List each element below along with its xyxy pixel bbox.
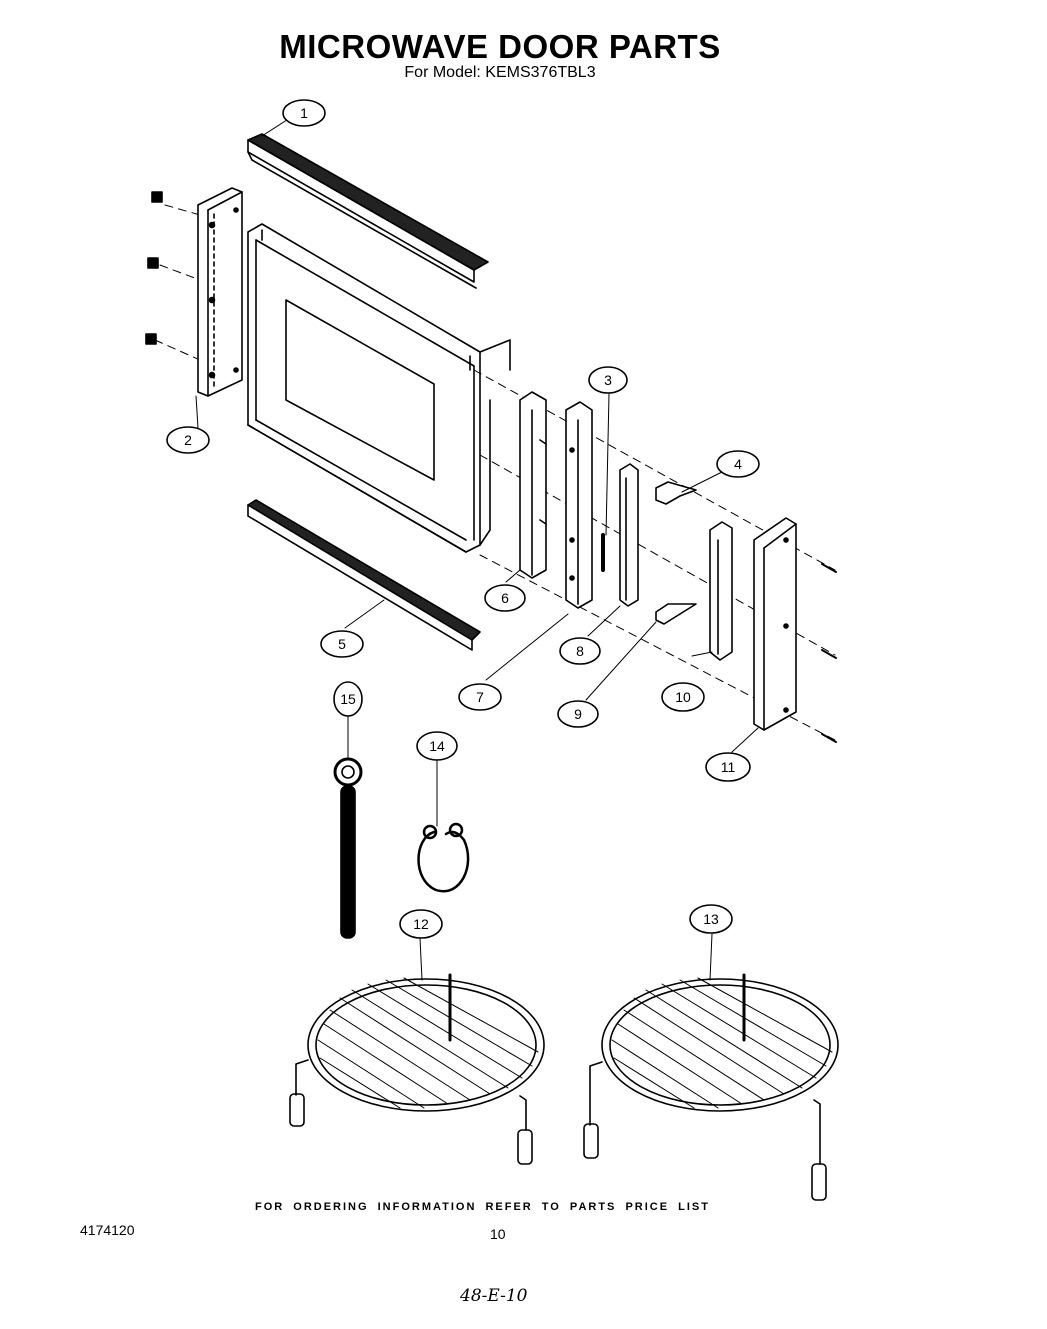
- part-11-door-cover: [753, 517, 797, 731]
- part-6-latch-plate: [519, 391, 547, 579]
- callout-label-1: 1: [300, 105, 308, 121]
- door-choke-panel: [479, 339, 511, 546]
- part-9-lower-latch: [655, 603, 697, 625]
- callout-label-10: 10: [675, 689, 691, 705]
- callout-label-5: 5: [338, 636, 346, 652]
- callout-1: [282, 99, 326, 127]
- callout-13: [689, 904, 733, 934]
- callout-5: [320, 630, 364, 658]
- callout-label-12: 12: [413, 916, 429, 932]
- callout-7: [458, 683, 502, 711]
- callout-2: [166, 426, 210, 454]
- part-10-interlock-plate: [709, 521, 733, 661]
- callout-12: [399, 909, 443, 939]
- callout-label-6: 6: [501, 590, 509, 606]
- callout-4: [716, 450, 760, 478]
- part-5-bottom-trim: [247, 499, 481, 651]
- callout-15: [333, 681, 363, 717]
- part-2-hinge-bracket: [197, 187, 243, 397]
- callout-label-15: 15: [340, 691, 356, 707]
- callout-9: [557, 700, 599, 728]
- callout-8: [559, 637, 601, 665]
- part-8-latch-arm: [619, 463, 639, 607]
- callout-label-3: 3: [604, 372, 612, 388]
- part-15-rod: [333, 757, 363, 939]
- document-code: 4174120: [80, 1222, 135, 1238]
- callout-3: [588, 366, 628, 394]
- callout-14: [416, 731, 458, 761]
- callout-label-11: 11: [721, 759, 736, 775]
- part-1-top-trim: [247, 133, 489, 289]
- callout-label-9: 9: [574, 706, 582, 722]
- page-number: 10: [490, 1226, 506, 1242]
- part-12-rack: [289, 973, 545, 1165]
- part-14-clip: [417, 822, 470, 893]
- callout-10: [661, 682, 705, 712]
- callout-label-7: 7: [476, 689, 484, 705]
- hinge-screws: [145, 191, 163, 345]
- door-panel: [247, 223, 481, 553]
- part-13-rack: [583, 973, 839, 1201]
- cover-screws: [821, 563, 837, 743]
- callout-label-4: 4: [734, 456, 742, 472]
- page-title: MICROWAVE DOOR PARTS: [279, 28, 721, 65]
- callout-label-14: 14: [429, 738, 445, 754]
- ordering-note: FOR ORDERING INFORMATION REFER TO PARTS …: [255, 1201, 710, 1213]
- callout-label-13: 13: [703, 911, 719, 927]
- part-4-upper-latch: [655, 481, 697, 505]
- callout-label-8: 8: [576, 643, 584, 659]
- callout-11: [705, 752, 751, 782]
- handwritten-note: 48-E-10: [460, 1286, 528, 1306]
- part-7-latch-bracket: [565, 401, 593, 609]
- callout-shapes: [166, 99, 760, 939]
- callout-label-2: 2: [184, 432, 192, 448]
- model-subtitle: For Model: KEMS376TBL3: [404, 64, 596, 81]
- callout-6: [484, 584, 526, 612]
